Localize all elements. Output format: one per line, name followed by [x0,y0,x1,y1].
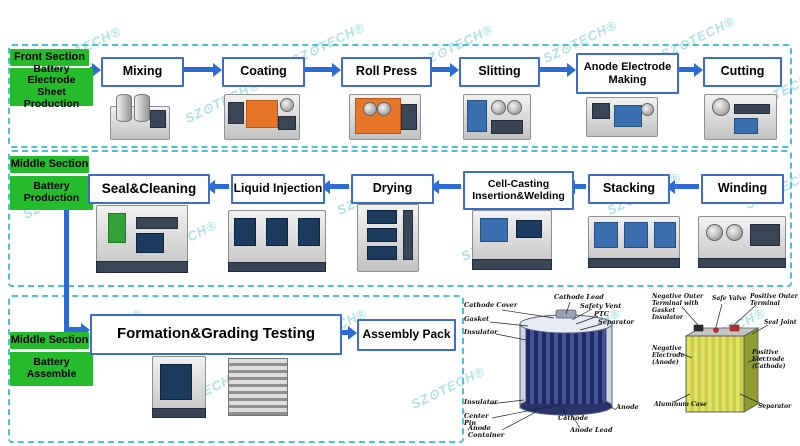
roll-press-machine-image [349,94,421,140]
cylindrical-battery-graphic [489,301,617,431]
step-label: Winding [717,181,768,196]
step-label: Slitting [478,64,521,79]
battery-rack-image [228,358,288,416]
label-anode-container: Anode Container [468,424,505,440]
label-negative-electrode: Negative Electrode (Anode) [652,345,685,366]
label-ptc: PTC [594,310,609,318]
step-label: Liquid Injection [233,181,323,196]
flow-arrow-right [673,62,703,77]
label-cathode-lead: Cathode Lead [554,293,604,301]
step-label: Cutting [720,64,765,79]
drying-oven-image [357,204,419,272]
flow-arrow-right [64,322,90,337]
flow-arrow-right [182,62,222,77]
label-safe-valve: Safe Valve [712,295,747,302]
step-label: Cell-Casting Insertion&Welding [472,177,565,202]
label-cathode-cover: Cathode Cover [464,301,518,309]
section-production-title: Middle Section [10,156,89,173]
step-label: Drying [372,181,413,196]
flow-arrow-right [430,62,459,77]
coating-machine-image [224,94,300,140]
cylindrical-battery-diagram: Cathode Cover Gasket Insulator Cathode L… [462,293,654,444]
section-assemble-border [8,295,464,443]
anode-electrode-making-machine-image [586,97,658,137]
step-label: Seal&Cleaning [101,180,197,196]
flow-arrow-right [538,62,576,77]
section-front-subtitle: Battery Electrode Sheet Production [10,63,93,110]
step-label: Anode Electrode Making [583,61,672,86]
flow-arrow-right [339,325,357,340]
cell-casting-machine-image [472,210,552,270]
step-slitting: Slitting [459,57,540,87]
label-insulator-top: Insulator [464,328,498,336]
winding-machine-image [698,216,786,268]
step-anode-electrode-making: Anode Electrode Making [576,53,679,94]
formation-oven-image [152,356,206,418]
section-front-border [8,44,792,148]
label-safety-vent: Safety Vent [580,302,622,310]
label-cathode: Cathode [558,414,589,422]
step-label: Mixing [122,64,163,79]
flow-arrow-right [303,62,341,77]
step-assembly-pack: Assembly Pack [357,319,456,351]
flow-arrow-left [206,179,229,194]
step-liquid-injection: Liquid Injection [231,174,325,204]
label-negative-outer-terminal: Negative Outer Terminal with Gasket Insu… [652,293,704,321]
step-formation-grading-testing: Formation&Grading Testing [90,314,342,355]
label-seal-joint: Seal Joint [764,319,797,326]
seal-cleaning-machine-image [96,205,188,273]
label-anode: Anode [616,403,639,411]
step-label: Coating [240,64,287,79]
step-stacking: Stacking [588,174,670,204]
label-center-pin: Center Pin [464,412,489,428]
step-label: Assembly Pack [362,327,451,342]
flow-arrow-left [566,179,586,194]
step-coating: Coating [222,57,305,87]
step-winding: Winding [701,174,784,204]
label-aluminum-case: Aluminum Case [654,401,707,408]
label-separator: Separator [758,403,792,410]
section-assemble-subtitle: Battery Assemble [10,352,93,386]
step-seal-cleaning: Seal&Cleaning [88,174,210,204]
mixing-machine-image [110,94,170,140]
liquid-injection-machine-image [228,210,326,272]
step-roll-press: Roll Press [341,57,432,87]
label-insulator-bottom: Insulator [464,398,498,406]
step-cutting: Cutting [703,57,782,87]
label-positive-outer-terminal: Positive Outer Terminal [750,293,798,307]
flow-arrow-left [430,179,461,194]
step-cell-casting-insertion-welding: Cell-Casting Insertion&Welding [463,171,574,210]
label-anode-lead: Anode Lead [570,426,613,434]
step-drying: Drying [351,174,434,204]
section-production-subtitle: Battery Production [10,176,93,210]
step-label: Stacking [602,181,656,196]
section-production-border [8,150,792,287]
step-mixing: Mixing [101,57,184,87]
label-separator: Separator [598,318,634,326]
section-front-title: Front Section [10,49,89,66]
slitting-machine-image [463,94,531,140]
label-gasket: Gasket [464,315,490,323]
step-label: Roll Press [355,64,418,79]
step-label: Formation&Grading Testing [116,325,316,343]
prismatic-battery-diagram: Negative Outer Terminal with Gasket Insu… [652,293,798,444]
prismatic-battery-graphic [673,303,769,413]
cutting-machine-image [704,94,777,140]
flow-arrow-left [321,179,349,194]
label-positive-electrode: Positive Electrode (Cathode) [752,349,786,370]
flow-arrow-left [666,179,699,194]
flow-connector-vertical [64,202,69,330]
section-assemble-title: Middle Section [10,332,89,349]
stacking-machine-image [588,216,680,268]
